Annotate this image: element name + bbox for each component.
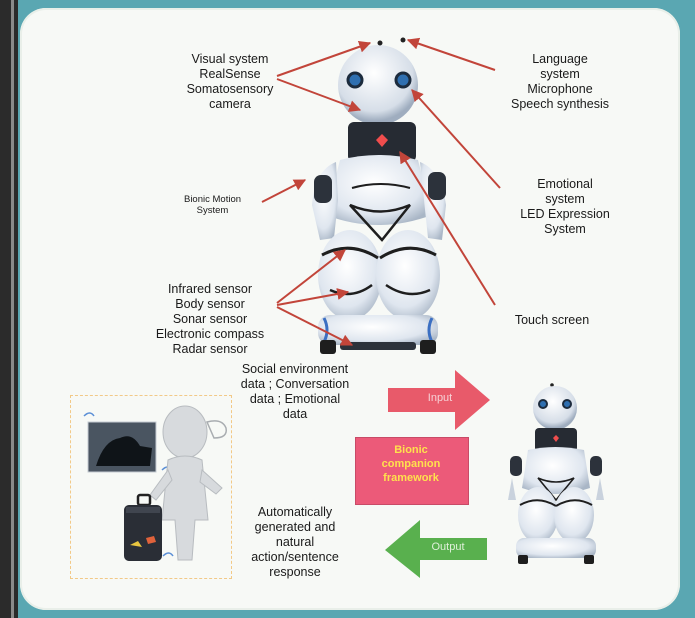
language-system-label: Language system Microphone Speech synthe… (511, 52, 609, 111)
visual-system-label: Visual system RealSense Somatosensory ca… (186, 52, 274, 111)
small-robot (508, 383, 604, 564)
bionic-motion-label: Bionic Motion System (183, 194, 242, 216)
framework-box (355, 437, 469, 505)
framework-label: Bionic companion framework (381, 444, 441, 484)
scene-illustration (83, 405, 227, 561)
touch-screen-label: Touch screen (514, 313, 590, 327)
input-arrow-label: Input (427, 392, 453, 404)
input-data-label: Social environment data ; Conversation d… (240, 362, 350, 421)
pointer-arrows (261, 37, 501, 346)
frame-edge (11, 0, 14, 618)
sensors-label: Infrared sensor Body sensor Sonar sensor… (155, 282, 265, 356)
scene-frame (70, 395, 232, 579)
emotional-system-label: Emotional system LED Expression System (520, 177, 610, 236)
main-robot (312, 37, 446, 354)
output-arrow-shape (385, 520, 487, 578)
left-frame (0, 0, 18, 618)
output-response-label: Automatically generated and natural acti… (251, 505, 339, 579)
output-arrow-label: Output (431, 541, 465, 553)
input-arrow-shape (388, 370, 490, 430)
